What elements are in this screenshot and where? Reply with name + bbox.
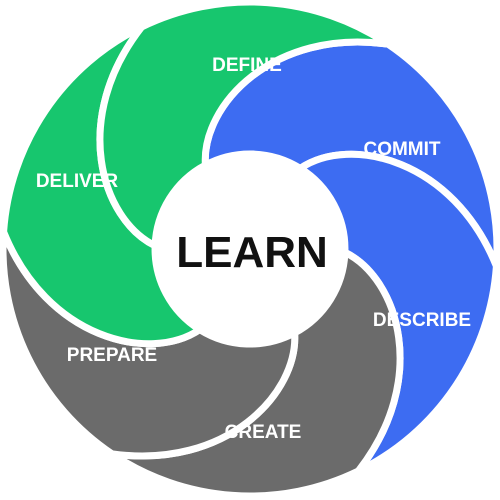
segment-label-create: CREATE [225,422,302,443]
center-title: LEARN [176,228,328,277]
segment-blade-describe [108,248,404,500]
segment-label-define: DEFINE [212,55,282,76]
segment-blade-commit [296,150,500,475]
segment-label-commit: COMMIT [363,139,440,160]
segment-blade-deliver [96,0,392,250]
segment-label-deliver: DELIVER [36,171,119,192]
cycle-labels: DEFINE COMMIT DESCRIBE CREATE PREPARE DE… [36,55,471,443]
segment-label-prepare: PREPARE [67,345,157,366]
segment-label-describe: DESCRIBE [373,310,471,331]
segment-blade-prepare [0,23,204,348]
